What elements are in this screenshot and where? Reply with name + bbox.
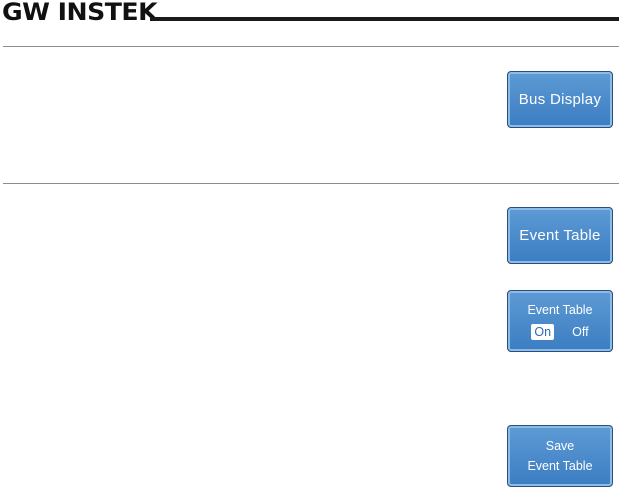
event-table-label: Event Table bbox=[519, 227, 601, 244]
on-off-toggle: On Off bbox=[531, 322, 589, 342]
event-table-softkey[interactable]: Event Table bbox=[507, 207, 613, 264]
section-divider-top bbox=[3, 46, 619, 47]
save-event-table-softkey[interactable]: Save Event Table bbox=[507, 425, 613, 487]
header-rule bbox=[150, 17, 619, 21]
section-divider-middle bbox=[3, 183, 619, 184]
save-event-table-line2: Event Table bbox=[527, 459, 593, 473]
bus-display-softkey[interactable]: Bus Display bbox=[507, 71, 613, 128]
toggle-option-off: Off bbox=[572, 325, 589, 339]
bus-display-label: Bus Display bbox=[518, 91, 602, 108]
event-table-toggle-softkey[interactable]: Event Table On Off bbox=[507, 290, 613, 352]
save-event-table-line1: Save bbox=[545, 439, 575, 453]
event-table-toggle-label: Event Table bbox=[527, 303, 593, 317]
toggle-option-on: On bbox=[531, 324, 555, 340]
gw-instek-logo: GW INSTEK bbox=[2, 0, 158, 26]
